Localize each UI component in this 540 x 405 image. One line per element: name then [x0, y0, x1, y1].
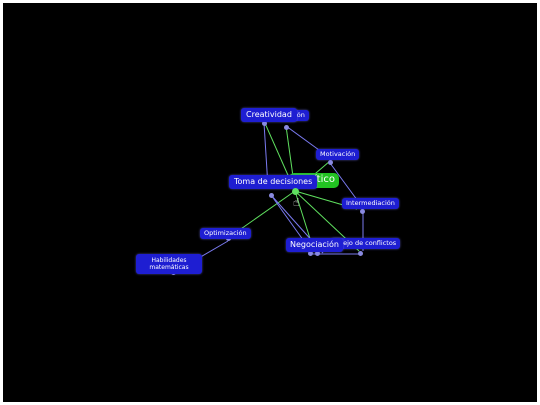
node-habilidades-matematicas[interactable]: Habilidades matemáticas: [136, 254, 202, 274]
node-negociacion[interactable]: Negociación: [286, 238, 343, 252]
dot-negociacion: [308, 251, 313, 256]
node-optimizacion[interactable]: Optimización: [200, 228, 251, 239]
dot-creatividad: [262, 121, 267, 126]
node-creatividad[interactable]: Creatividad: [241, 108, 297, 122]
dot-motivacion: [328, 160, 333, 165]
node-toma-de-decisiones[interactable]: Toma de decisiones: [229, 175, 318, 189]
dot-toma: [269, 193, 274, 198]
dot-negociacion-2: [315, 251, 320, 256]
dot-optimizacion: [226, 236, 231, 241]
dot-manejo: [358, 251, 363, 256]
dot-intermediacion: [360, 209, 365, 214]
edge-layer: [172, 120, 364, 274]
hand-cursor-icon: ☝: [293, 196, 300, 209]
dot-central: [292, 188, 299, 195]
node-motivacion[interactable]: Motivación: [316, 149, 360, 160]
node-manejo-de-conflictos[interactable]: anejo de conflictos: [331, 238, 401, 249]
node-intermediacion[interactable]: Intermediación: [342, 198, 399, 209]
mind-map-canvas[interactable]: icación Creatividad Motivación o crítico…: [3, 3, 537, 402]
dot-comunicacion: [284, 125, 289, 130]
